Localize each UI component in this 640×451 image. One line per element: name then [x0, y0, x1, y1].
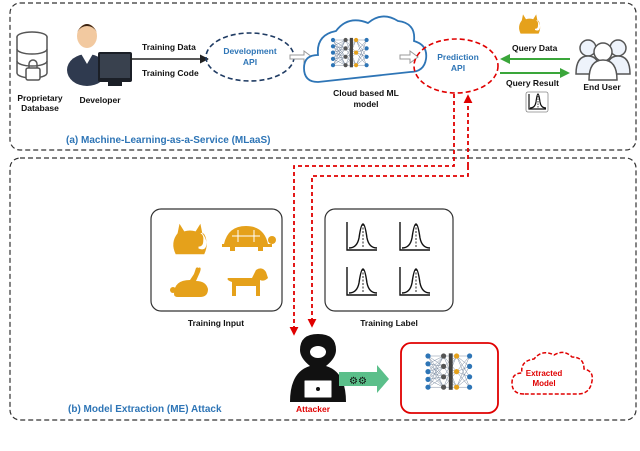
prediction-api-label-line1: Prediction: [437, 52, 479, 62]
training-label-curves: [346, 222, 431, 296]
distribution-curve-icon: [399, 222, 431, 251]
neural-network-icon: [425, 353, 473, 390]
distribution-curve-icon: [399, 267, 431, 296]
cloud-model-label-line1: Cloud based ML: [333, 88, 399, 98]
cat-icon: [519, 14, 541, 34]
cloud-model-label-line2: model: [353, 99, 378, 109]
database-label-line1: Proprietary: [17, 93, 63, 103]
neural-network-icon: [330, 37, 369, 68]
training-input-label: Training Input: [188, 318, 244, 328]
cloud-to-prediction-arrow: [399, 50, 419, 64]
query-data-label: Query Data: [512, 43, 558, 53]
developer-label: Developer: [79, 95, 121, 105]
attack-query-path: [289, 94, 473, 336]
rabbit-icon: [170, 267, 208, 297]
extracted-model-label-line2: Model: [532, 379, 555, 388]
dog-icon: [227, 268, 268, 296]
end-user-icon: [575, 39, 631, 81]
training-process-arrow: ⚙⚙: [339, 365, 389, 393]
database-icon: [16, 31, 48, 81]
prediction-api-ellipse: [413, 38, 499, 94]
training-data-label: Training Data: [142, 42, 196, 52]
extracted-model-label-line1: Extracted: [526, 369, 563, 378]
turtle-icon: [222, 226, 276, 251]
development-api-label-line2: API: [243, 57, 257, 67]
training-code-label: Training Code: [142, 68, 199, 78]
development-api-label-line1: Development: [223, 46, 277, 56]
gear-icon: ⚙⚙: [349, 376, 367, 387]
prediction-api-label-line2: API: [451, 63, 465, 73]
attacker-label: Attacker: [296, 404, 331, 414]
training-label-caption: Training Label: [360, 318, 418, 328]
training-input-box: [150, 208, 283, 312]
query-result-label: Query Result: [506, 78, 559, 88]
cat-icon: [173, 223, 207, 255]
mlaas-section-title: (a) Machine-Learning-as-a-Service (MLaaS…: [66, 135, 271, 146]
extracted-model-cloud: [511, 351, 594, 395]
database-label-line2: Database: [21, 103, 59, 113]
end-user-label: End User: [583, 82, 621, 92]
me-attack-section-title: (b) Model Extraction (ME) Attack: [68, 404, 222, 415]
distribution-curve-icon: [346, 267, 378, 296]
attacker-icon: [290, 334, 346, 402]
mlaas-section-frame: [9, 2, 637, 151]
training-label-box: [324, 208, 454, 312]
distribution-curve-icon: [525, 91, 549, 113]
distribution-curve-icon: [346, 222, 378, 251]
developer-icon: [67, 24, 132, 86]
